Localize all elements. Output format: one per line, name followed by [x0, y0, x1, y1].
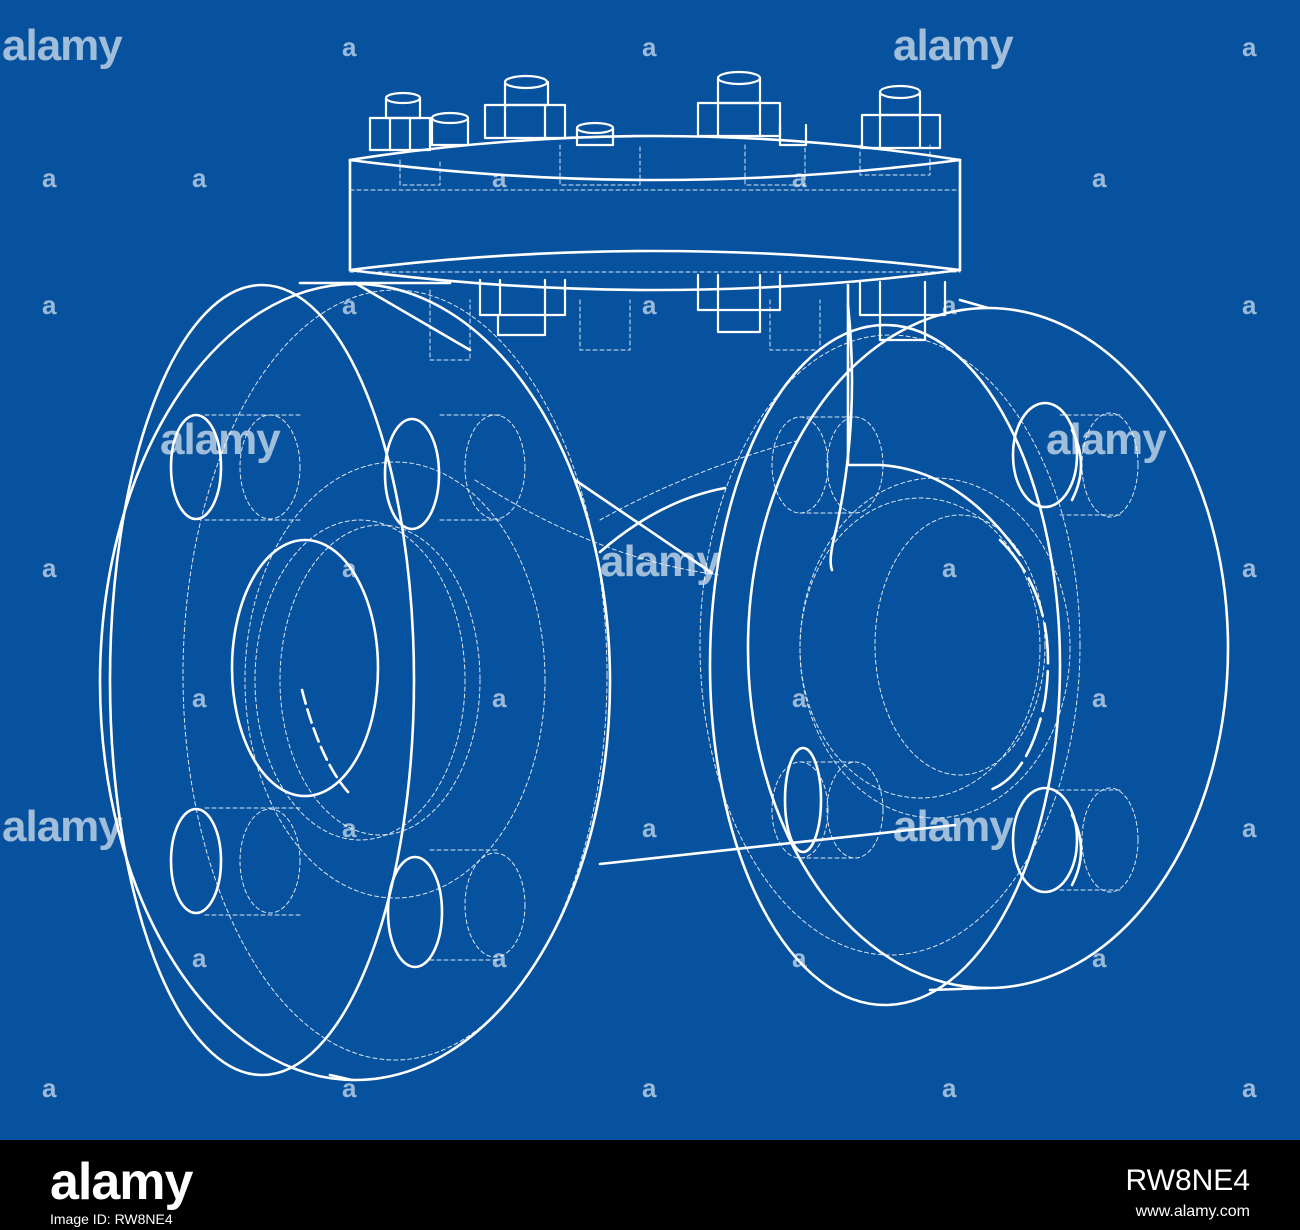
bottom-bolts [478, 273, 947, 342]
footer-bar: alamy Image ID: RW8NE4 RW8NE4 www.alamy.… [0, 1140, 1300, 1230]
footer-logo: alamy [50, 1153, 193, 1211]
solid-lines [98, 70, 1230, 1082]
image-id-label: Image ID: RW8NE4 [50, 1211, 173, 1227]
hidden-lines [182, 144, 1139, 1061]
footer-image-id: RW8NE4 [1125, 1164, 1250, 1197]
check-valve-wireframe-drawing [98, 70, 1230, 1082]
footer-url[interactable]: www.alamy.com [1135, 1203, 1250, 1220]
blueprint-drawing-area: alamy alamy alamy alamy alamy alamy alam… [0, 0, 1300, 1140]
top-bolts [368, 70, 942, 152]
